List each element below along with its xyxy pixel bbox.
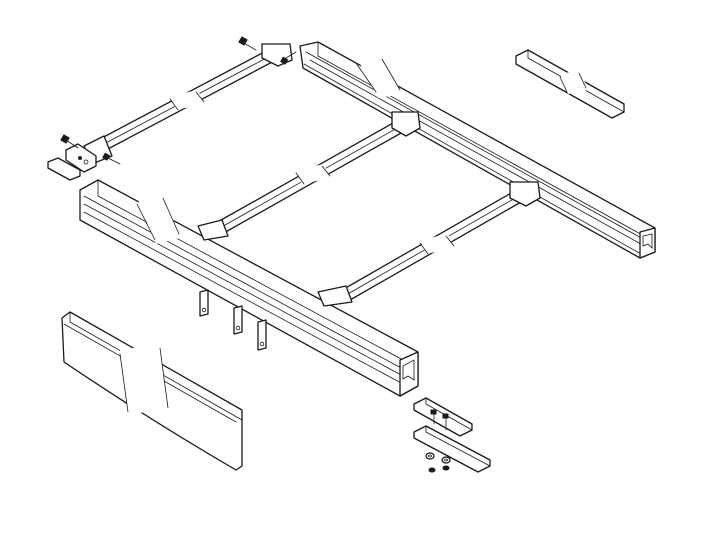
corner-bracket [47, 143, 97, 181]
end-crossbar [317, 181, 541, 307]
cover-panel [61, 311, 243, 471]
side-crossbar [83, 43, 293, 165]
rear-rail [299, 41, 656, 259]
middle-crossbar [197, 111, 421, 241]
joint-plate-lower [413, 425, 491, 473]
hanger-brackets [199, 289, 267, 351]
front-rail [79, 179, 419, 397]
fasteners [60, 36, 451, 473]
end-cap-channel [515, 49, 625, 119]
